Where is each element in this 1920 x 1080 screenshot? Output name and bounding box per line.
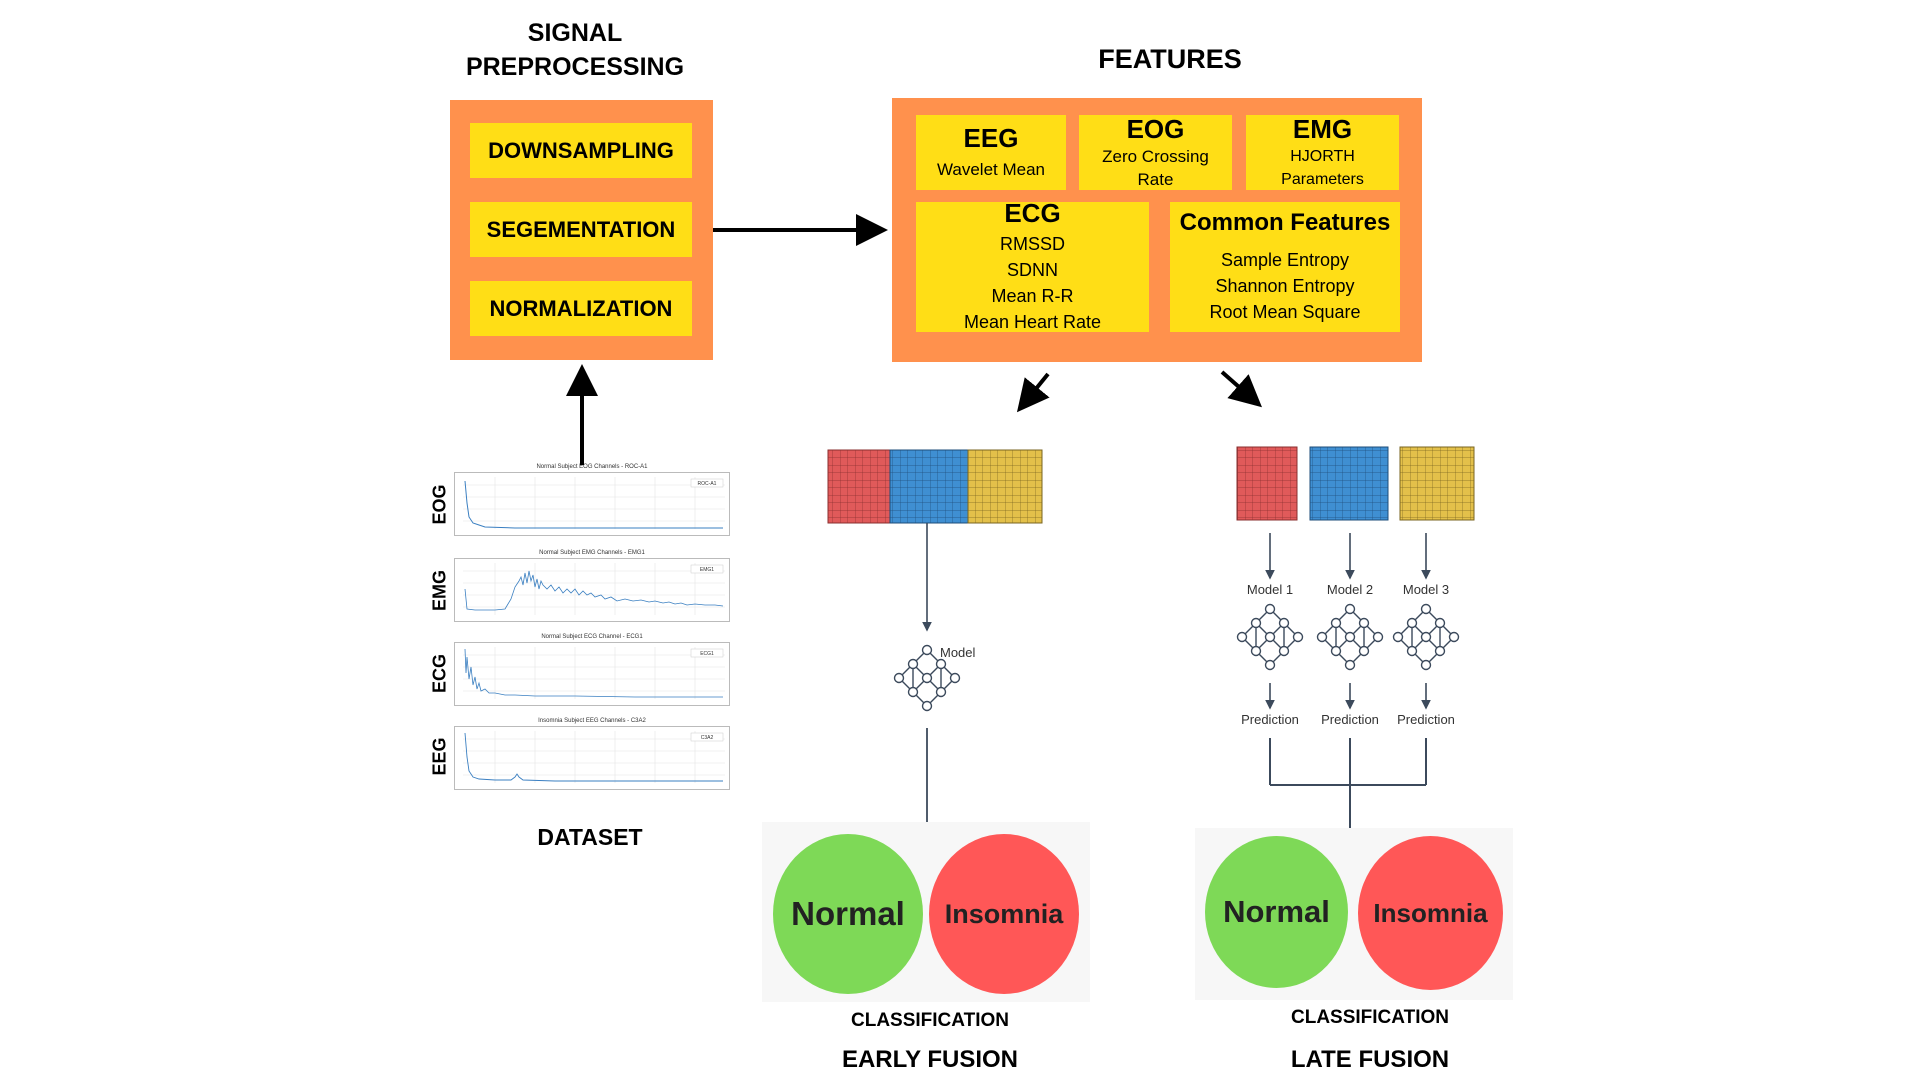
emg-plot-svg: EMG1 — [463, 563, 725, 615]
emg-feature-item: HJORTH — [1290, 147, 1355, 165]
ecg-plot-title: Normal Subject ECG Channel - ECG1 — [541, 634, 643, 640]
ecg-feature-item: SDNN — [1006, 260, 1058, 280]
features-to-late-fusion-arrow — [1220, 370, 1262, 408]
late-normal-circle: Normal — [1205, 836, 1348, 988]
dataset-label: DATASET — [537, 824, 643, 850]
ecg-plot: Normal Subject ECG Channel - ECG1 ECG1 — [454, 634, 730, 706]
common-feature-item: Shannon Entropy — [1215, 276, 1355, 296]
eog-plot-title: Normal Subject EOG Channels - ROC-A1 — [536, 464, 648, 470]
eog-plot-legend: ROC-A1 — [698, 481, 717, 487]
eog-feature-title: EOG — [1126, 113, 1185, 144]
eeg-plot-title: Insomnia Subject EEG Channels - C3A2 — [538, 718, 646, 724]
common-feature-title: Common Features — [1179, 209, 1391, 236]
eeg-feature-title: EEG — [963, 123, 1019, 153]
early-normal-circle: Normal — [773, 834, 923, 994]
emg-plot-legend: EMG1 — [700, 567, 714, 573]
late-prediction3-label: Prediction — [1397, 712, 1455, 727]
eeg-feature-box: EEG Wavelet Mean — [916, 115, 1066, 190]
ecg-plot-svg: ECG1 — [463, 647, 725, 699]
eeg-plot-legend: C3A2 — [701, 735, 714, 741]
eog-feature-box: EOG Zero Crossing Rate — [1079, 115, 1232, 190]
emg-feature-title: EMG — [1292, 113, 1353, 144]
late-prediction2-label: Prediction — [1321, 712, 1379, 727]
late-insomnia-circle: Insomnia — [1358, 836, 1503, 990]
early-normal-label: Normal — [791, 895, 905, 932]
signal-preprocessing-heading-line2: PREPROCESSING — [465, 53, 685, 81]
late-grid-blue — [1309, 446, 1389, 521]
early-fusion-heading: EARLY FUSION — [841, 1046, 1019, 1073]
late-normal-label: Normal — [1223, 894, 1330, 929]
common-feature-item: Root Mean Square — [1209, 302, 1361, 322]
late-combine-bracket — [1269, 738, 1427, 828]
early-model-label: Model — [940, 645, 976, 660]
step-segmentation: SEGEMENTATION — [470, 202, 692, 257]
early-classification-label: CLASSIFICATION — [851, 1010, 1009, 1031]
emg-feature-box: EMG HJORTH Parameters — [1246, 115, 1399, 190]
step-downsampling: DOWNSAMPLING — [470, 123, 692, 178]
late-model2-label: Model 2 — [1326, 582, 1374, 597]
ecg-plot-legend: ECG1 — [700, 651, 714, 657]
late-model1-label: Model 1 — [1246, 582, 1294, 597]
late-model3-label: Model 3 — [1402, 582, 1450, 597]
eeg-plot: Insomnia Subject EEG Channels - C3A2 C3A… — [454, 718, 730, 790]
ecg-feature-item: Mean R-R — [991, 286, 1074, 306]
emg-plot: Normal Subject EMG Channels - EMG1 EMG1 — [454, 550, 730, 622]
emg-plot-title: Normal Subject EMG Channels - EMG1 — [539, 550, 645, 556]
early-insomnia-label: Insomnia — [944, 898, 1064, 929]
early-grid-red — [827, 449, 891, 524]
eog-feature-item: Rate — [1137, 169, 1174, 189]
late-model1-network-icon — [1236, 603, 1304, 671]
ecg-feature-item: RMSSD — [999, 234, 1065, 254]
features-to-early-fusion-arrow — [1016, 372, 1050, 413]
early-grid-blue — [889, 449, 969, 524]
emg-feature-item: Parameters — [1281, 170, 1364, 188]
late-insomnia-label: Insomnia — [1373, 897, 1488, 928]
early-insomnia-circle: Insomnia — [929, 834, 1079, 994]
features-heading: FEATURES — [1098, 44, 1242, 74]
late-grid-gold — [1399, 446, 1475, 521]
eeg-feature-item: Wavelet Mean — [936, 160, 1046, 179]
eog-feature-item: Zero Crossing — [1102, 146, 1209, 166]
signal-preprocessing-heading: SIGNAL PREPROCESSING — [440, 16, 710, 84]
step-normalization: NORMALIZATION — [470, 281, 692, 336]
ecg-feature-item: Mean Heart Rate — [963, 312, 1102, 332]
late-model3-network-icon — [1392, 603, 1460, 671]
signal-preprocessing-heading-line1: SIGNAL — [527, 19, 623, 47]
late-model2-network-icon — [1316, 603, 1384, 671]
late-prediction1-label: Prediction — [1241, 712, 1299, 727]
early-grid-gold — [967, 449, 1043, 524]
late-fusion-heading: LATE FUSION — [1290, 1046, 1450, 1073]
eog-plot: Normal Subject EOG Channels - ROC-A1 ROC… — [454, 464, 730, 536]
eog-plot-svg: ROC-A1 — [463, 477, 725, 529]
common-feature-box: Common Features Sample Entropy Shannon E… — [1170, 202, 1400, 332]
ecg-feature-box: ECG RMSSD SDNN Mean R-R Mean Heart Rate — [916, 198, 1149, 332]
eeg-plot-svg: C3A2 — [463, 731, 725, 783]
late-grid-red — [1236, 446, 1298, 521]
late-classification-label: CLASSIFICATION — [1291, 1007, 1449, 1028]
ecg-feature-title: ECG — [1004, 198, 1061, 228]
common-feature-item: Sample Entropy — [1220, 250, 1350, 270]
